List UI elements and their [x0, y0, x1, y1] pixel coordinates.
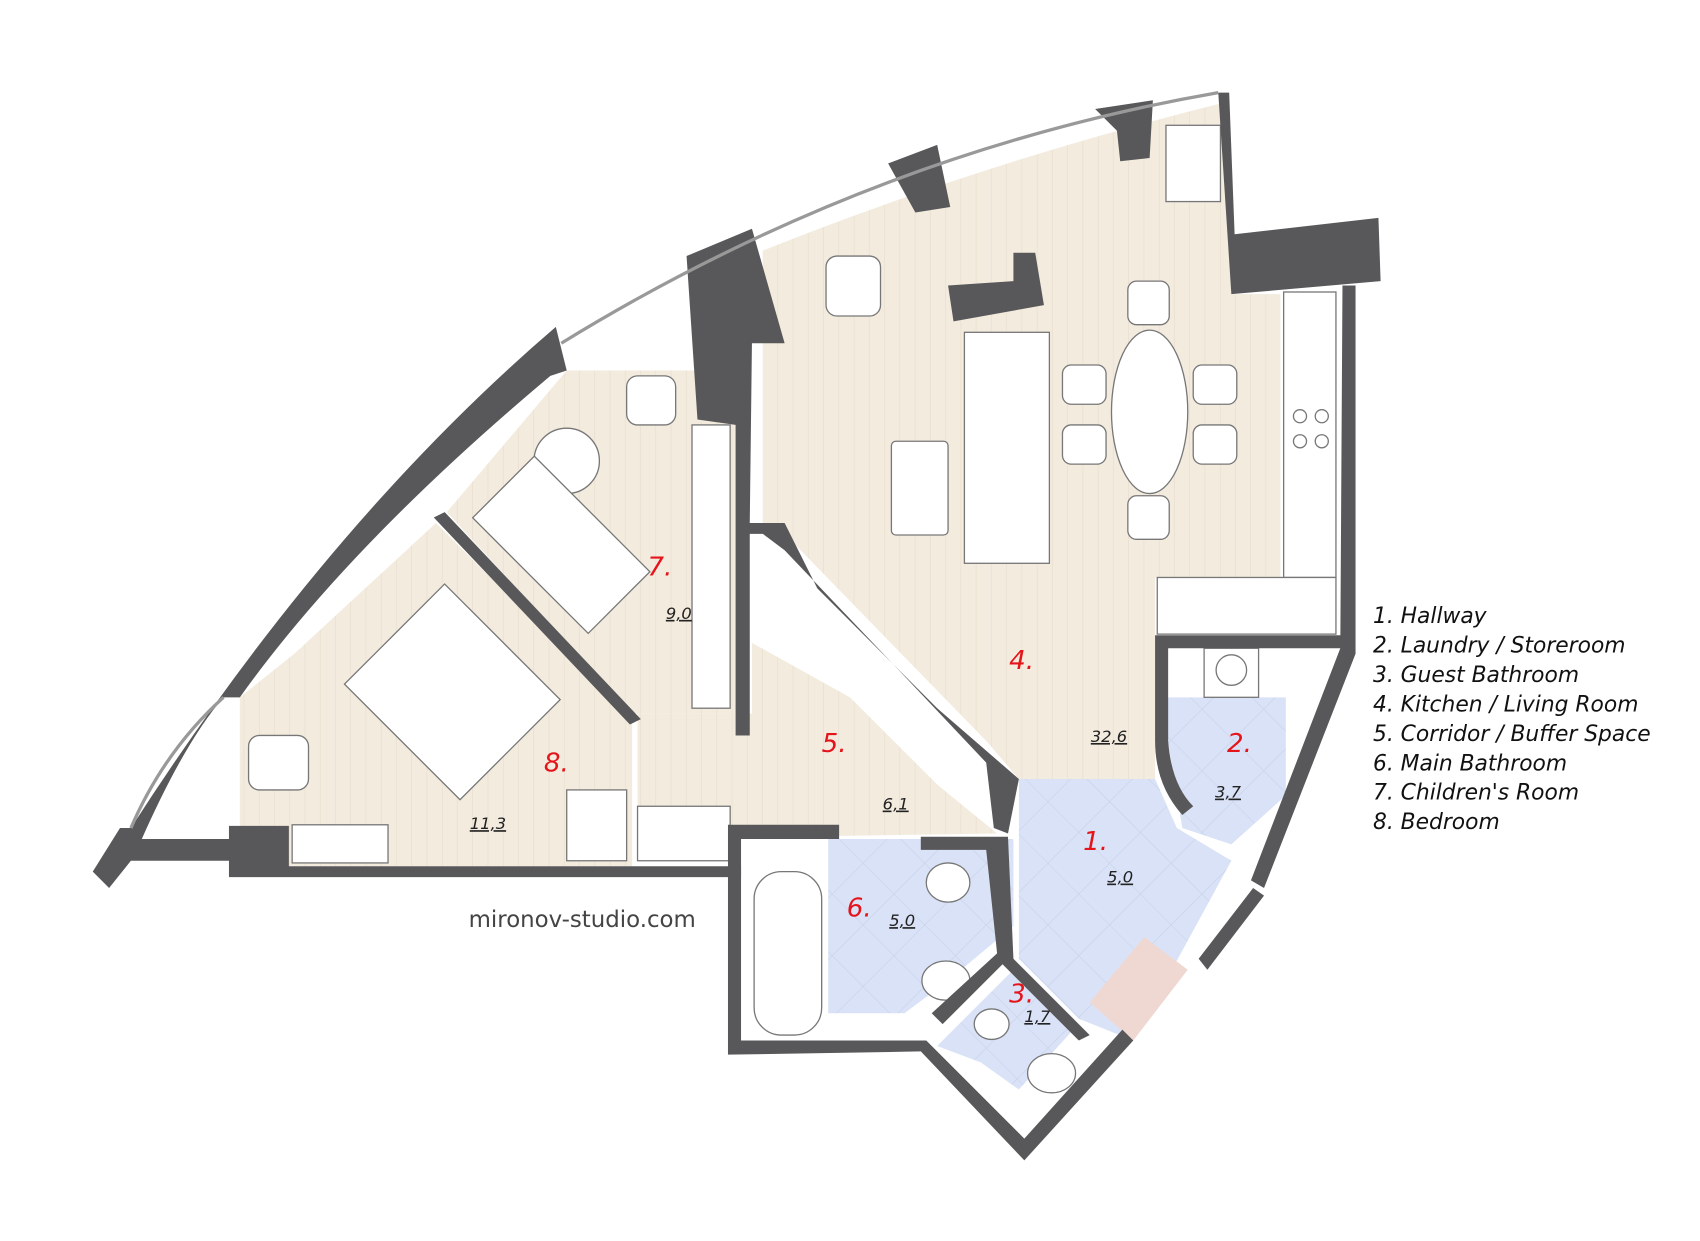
wall-laundry	[1155, 635, 1343, 815]
dining-chair	[1127, 280, 1170, 326]
room-area-5: 6,1	[883, 795, 909, 814]
room-area-8: 11,3	[470, 814, 506, 833]
dresser	[291, 824, 389, 864]
sofa	[963, 331, 1051, 564]
wall-pillar	[888, 144, 951, 213]
legend-item: 7. Children's Room	[1373, 781, 1579, 806]
legend-item: 1. Hallway	[1373, 604, 1488, 629]
stove-burner	[1314, 409, 1329, 424]
corridor-floor	[637, 642, 998, 839]
legend-item: 5. Corridor / Buffer Space	[1373, 722, 1651, 747]
room-labels: 1. 5,0 2. 3,7 3. 1,7 4. 32,6 5. 6,1 6. 5…	[470, 552, 1252, 1026]
shoe-rack	[636, 805, 731, 862]
dining-table	[1110, 329, 1189, 495]
kitchen-counter-bottom	[1156, 576, 1337, 635]
stove-burner	[1314, 434, 1329, 449]
legend: 1. Hallway 2. Laundry / Storeroom 3. Gue…	[1373, 604, 1651, 835]
laundry-floor	[1160, 697, 1286, 845]
dining-chair	[1061, 364, 1107, 405]
kitchen-counter	[1282, 291, 1337, 579]
bedroom-armchair	[247, 734, 310, 791]
room-area-7: 9,0	[666, 604, 692, 623]
armchair	[825, 255, 882, 317]
legend-item: 8. Bedroom	[1373, 810, 1500, 835]
armchair	[1165, 124, 1222, 203]
wall-right	[1250, 285, 1356, 888]
wall-bedroom-divider	[433, 512, 641, 725]
room-number-2: 2.	[1227, 729, 1252, 759]
guest-sink	[1026, 1052, 1077, 1094]
room-number-7: 7.	[647, 552, 672, 582]
room-area-6: 5,0	[889, 911, 915, 930]
dining-chair	[1192, 424, 1238, 465]
window	[129, 696, 225, 829]
legend-item: 3. Guest Bathroom	[1373, 663, 1579, 688]
doormat	[1089, 937, 1188, 1041]
washing-machine-drum	[1215, 654, 1248, 686]
stove-burner	[1292, 409, 1308, 424]
room-number-8: 8.	[544, 748, 569, 778]
room-number-5: 5.	[822, 729, 847, 759]
room-area-3: 1,7	[1024, 1007, 1051, 1026]
legend-item: 4. Kitchen / Living Room	[1373, 692, 1638, 717]
room-number-6: 6.	[847, 893, 872, 923]
guest-toilet	[973, 1008, 1010, 1041]
wall-partition	[948, 252, 1044, 322]
room-number-3: 3.	[1009, 979, 1034, 1009]
room-area-4: 32,6	[1091, 727, 1127, 746]
wall-bathroom-inner	[920, 836, 1090, 1041]
room-area-1: 5,0	[1107, 868, 1133, 887]
bathtub	[753, 870, 823, 1036]
wall-right-top	[1218, 92, 1381, 295]
legend-item: 2. Laundry / Storeroom	[1373, 634, 1626, 659]
hallway-floor	[1018, 779, 1232, 1041]
washbasin-stand	[566, 789, 628, 862]
wall-segment	[686, 228, 1019, 834]
room-number-1: 1.	[1083, 827, 1108, 857]
window	[560, 91, 1219, 345]
room-area-2: 3,7	[1215, 783, 1242, 802]
coffee-table	[890, 440, 949, 536]
stove-burner	[1292, 434, 1308, 449]
dining-chair	[1061, 424, 1107, 465]
dining-chair	[1192, 364, 1238, 405]
wardrobe	[691, 424, 731, 709]
toilet	[925, 862, 971, 903]
dining-chair	[1127, 495, 1170, 540]
main-bathroom-floor	[828, 838, 1014, 1014]
childrens-bed	[471, 455, 651, 635]
desk-chair	[625, 375, 677, 426]
legend-item: 6. Main Bathroom	[1373, 751, 1567, 776]
furniture	[247, 124, 1337, 1094]
wall-entry	[1198, 887, 1265, 970]
room-number-4: 4.	[1009, 646, 1034, 676]
watermark: mironov-studio.com	[469, 907, 696, 933]
double-bed	[343, 583, 562, 801]
